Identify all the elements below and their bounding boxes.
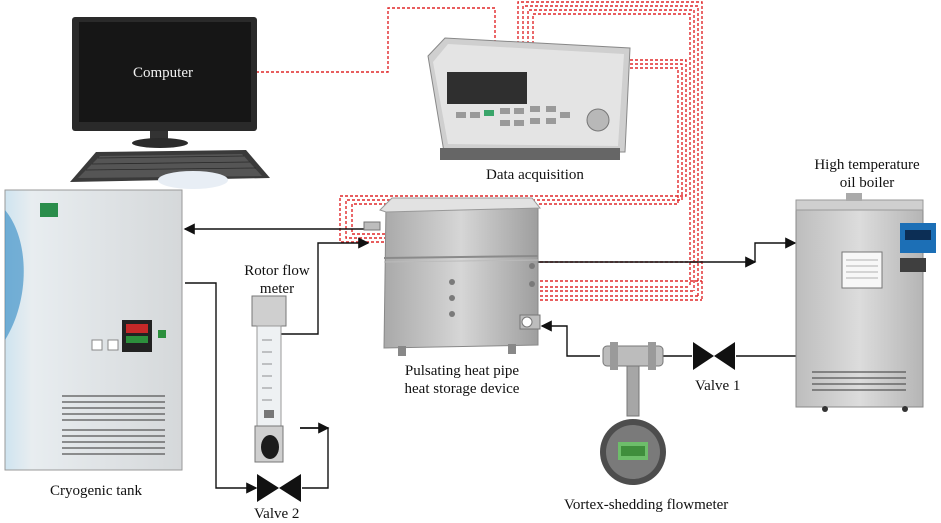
heat-storage-box-icon (363, 197, 542, 356)
computer-daq-wire (256, 7, 496, 73)
rotor-label-line-1: Rotor flow (244, 263, 310, 279)
rotor-flow-meter-label: Rotor flow meter (237, 262, 317, 298)
oil-boiler-label-line-1: High temperature (814, 157, 920, 173)
computer-icon (70, 17, 270, 189)
valve-1-label: Valve 1 (695, 378, 741, 394)
php-device-label: Pulsating heat pipe heat storage device (382, 362, 542, 398)
oil-boiler-label: High temperature oil boiler (797, 156, 937, 192)
php-label-line-1: Pulsating heat pipe (404, 363, 520, 379)
pipe-lines (183, 223, 805, 494)
vortex-flowmeter-label: Vortex-shedding flowmeter (564, 497, 729, 513)
data-acquisition-unit-icon (427, 37, 631, 160)
daq-wire-a (517, 1, 703, 300)
oil-boiler-label-line-2: oil boiler (839, 175, 895, 191)
data-acquisition-label: Data acquisition (486, 167, 584, 183)
oil-boiler-icon (795, 193, 936, 412)
php-label-line-2: heat storage device (404, 381, 520, 397)
valve-2-label: Valve 2 (254, 506, 300, 522)
cryogenic-tank-icon (4, 189, 183, 471)
daq-php-wire (339, 59, 687, 243)
computer-label: Computer (133, 65, 193, 81)
cryogenic-tank-label: Cryogenic tank (50, 483, 143, 499)
vortex-flowmeter-icon (600, 342, 666, 485)
rotameter-icon (251, 295, 287, 463)
rotor-label-line-2: meter (259, 281, 295, 297)
valve-1-icon (693, 342, 735, 370)
valve-2-icon (257, 474, 301, 502)
